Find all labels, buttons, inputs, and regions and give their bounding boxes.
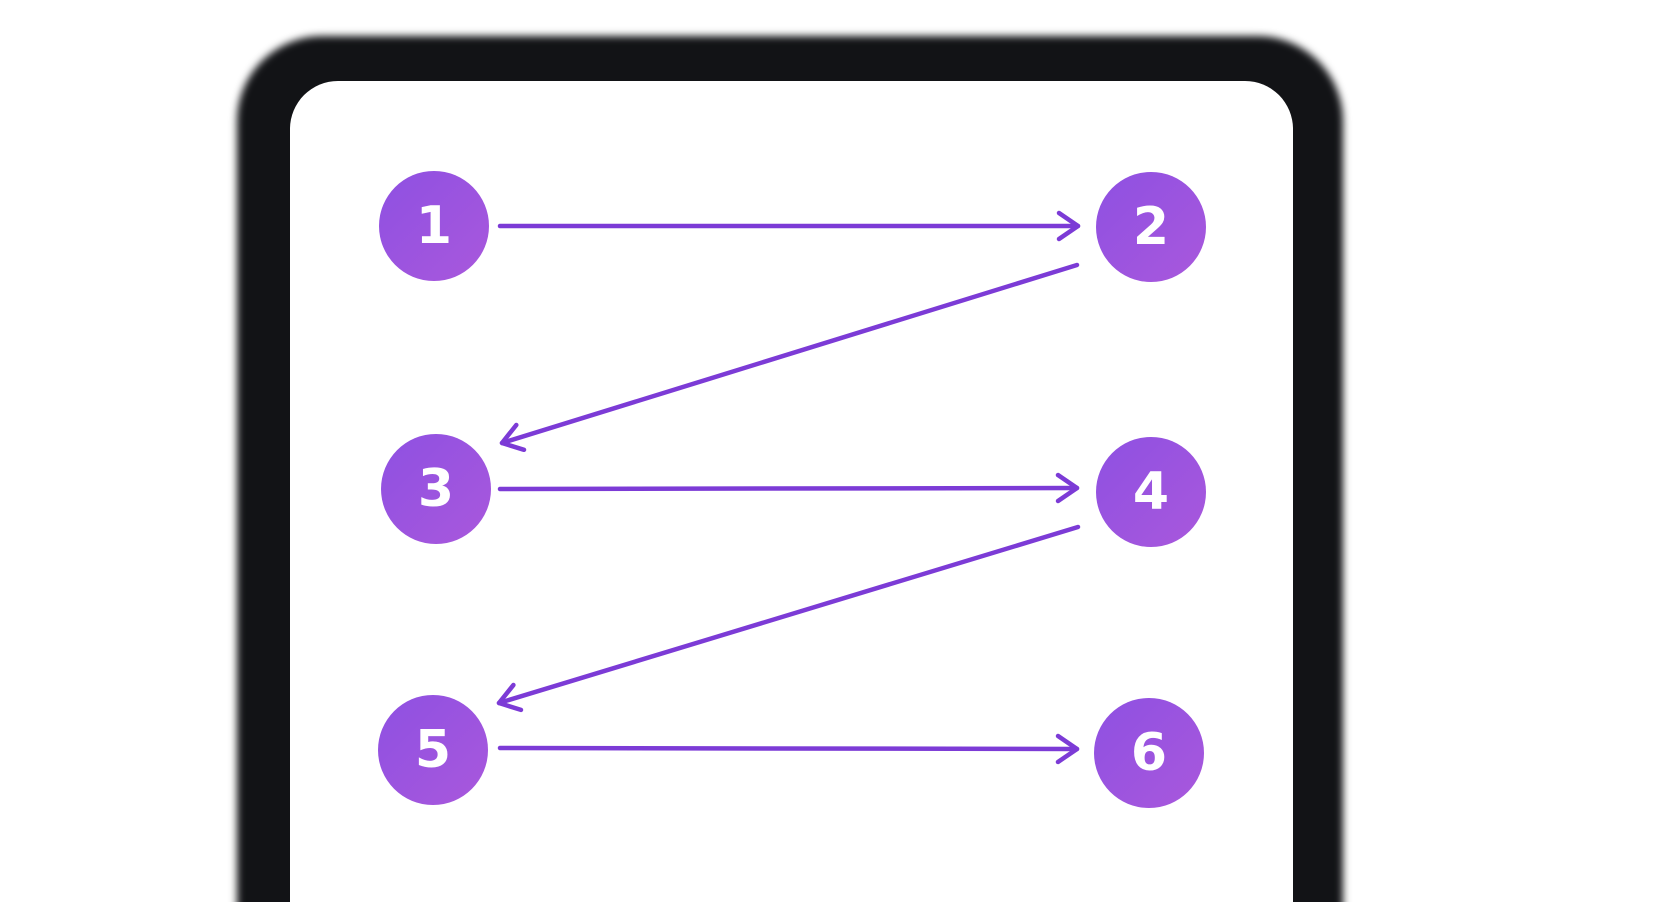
step-node-2: 2 xyxy=(1096,172,1206,282)
step-node-3-label: 3 xyxy=(417,459,455,519)
step-node-3: 3 xyxy=(381,434,491,544)
edge-5-6 xyxy=(497,733,1080,765)
step-node-6: 6 xyxy=(1094,698,1204,808)
step-node-1: 1 xyxy=(379,171,489,281)
edge-4-5 xyxy=(496,524,1081,713)
edge-3-4 xyxy=(497,472,1080,504)
step-node-2-label: 2 xyxy=(1132,197,1170,257)
diagram-card: 1 2 3 4 5 6 xyxy=(290,81,1293,902)
step-node-4-label: 4 xyxy=(1132,462,1170,522)
edges-layer xyxy=(496,210,1081,765)
step-node-4: 4 xyxy=(1096,437,1206,547)
edge-2-3 xyxy=(499,262,1080,453)
step-node-5: 5 xyxy=(378,695,488,805)
step-node-1-label: 1 xyxy=(415,196,453,256)
step-node-6-label: 6 xyxy=(1130,723,1168,783)
step-node-5-label: 5 xyxy=(414,720,452,780)
